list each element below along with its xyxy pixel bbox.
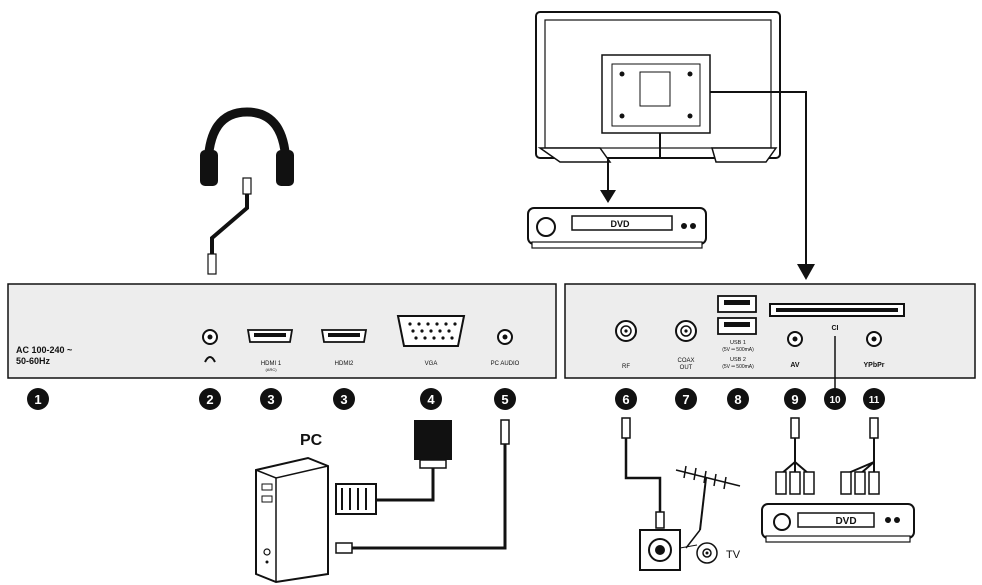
av-cable — [780, 417, 810, 475]
hdmi2-label: HDMI2 — [335, 361, 354, 367]
badge-2-text: 2 — [206, 392, 213, 407]
dvd-player-bottom — [761, 503, 915, 543]
rf-cable — [621, 417, 665, 529]
badge-3b-text: 3 — [340, 392, 347, 407]
tv-rear-illustration — [535, 11, 781, 163]
headphone-symbol-icon — [204, 356, 216, 363]
ypbpr-cable — [845, 417, 879, 475]
badge-3a-text: 3 — [267, 392, 274, 407]
badge-7 — [675, 388, 697, 410]
usb2-port — [717, 317, 757, 335]
badge-6-text: 6 — [622, 392, 629, 407]
rf-port — [615, 320, 637, 342]
badge-2 — [199, 388, 221, 410]
av-jack — [787, 331, 803, 347]
pc-audio-jack — [497, 329, 513, 345]
usb1-spec: (5V ═ 500mA) — [722, 347, 754, 353]
arrow-head-down — [797, 264, 815, 280]
hdmi1-sublabel: (ARC) — [265, 367, 277, 372]
usb2-label: USB 2 — [730, 357, 746, 363]
badge-5 — [494, 388, 516, 410]
badge-5-text: 5 — [501, 392, 508, 407]
arrow-head-down — [600, 190, 616, 203]
ypbpr-rca-plugs — [840, 471, 880, 495]
av-label: AV — [790, 362, 800, 369]
badge-3a — [260, 388, 282, 410]
coax-out-port — [675, 320, 697, 342]
right-connector-panel — [564, 283, 976, 379]
pc-audio-cable — [335, 419, 510, 554]
power-label-line2: 50-60Hz — [16, 356, 51, 366]
tv-to-ci-arrow — [710, 91, 807, 266]
badge-1-text: 1 — [34, 392, 41, 407]
badge-1 — [27, 388, 49, 410]
badge-9 — [784, 388, 806, 410]
hdmi1-port — [246, 329, 294, 343]
ypbpr-jack — [866, 331, 882, 347]
hdmi1-label: HDMI 1 — [261, 361, 282, 367]
badge-11-text: 11 — [869, 395, 880, 406]
wall-socket-icon — [639, 529, 718, 571]
hdmi2-port — [320, 329, 368, 343]
ci-slot — [769, 303, 905, 317]
badge-4-text: 4 — [427, 392, 435, 407]
badge-4 — [420, 388, 442, 410]
dvd-bottom-label: DVD — [835, 516, 856, 527]
ypbpr-label: YPbPr — [863, 362, 884, 369]
badge-9-text: 9 — [791, 392, 798, 407]
pc-audio-label: PC AUDIO — [491, 361, 520, 367]
ci-label: CI — [832, 325, 839, 332]
usb1-port — [717, 295, 757, 313]
pc-label: PC — [300, 432, 323, 449]
headphone-jack — [202, 329, 218, 345]
dvd-player-top — [527, 207, 707, 249]
usb2-spec: (5V ═ 500mA) — [722, 364, 754, 370]
badge-6 — [615, 388, 637, 410]
badge-8-text: 8 — [734, 392, 741, 407]
vga-label: VGA — [425, 361, 438, 367]
coax-label-line1: COAX — [677, 358, 694, 364]
vga-port — [396, 315, 466, 347]
number-badges: 1 2 3 3 4 5 6 7 8 9 10 11 — [27, 388, 885, 410]
badge-7-text: 7 — [682, 392, 689, 407]
badge-10-text: 10 — [829, 395, 841, 406]
tv-label: TV — [726, 549, 741, 561]
badge-11 — [863, 388, 885, 410]
usb1-label: USB 1 — [730, 340, 746, 346]
power-label-line1: AC 100-240 ~ — [16, 345, 72, 355]
vga-cable — [335, 420, 452, 515]
pc-tower-icon — [255, 456, 329, 584]
badge-3b — [333, 388, 355, 410]
antenna-icon — [675, 465, 741, 549]
coax-label-line2: OUT — [680, 365, 693, 371]
headphones-icon — [200, 107, 294, 275]
rf-label: RF — [622, 364, 630, 370]
tv-to-dvd-arrow — [607, 133, 661, 192]
dvd-top-label: DVD — [610, 219, 630, 229]
av-rca-plugs — [775, 471, 815, 495]
badge-10 — [824, 388, 846, 410]
badge-8 — [727, 388, 749, 410]
